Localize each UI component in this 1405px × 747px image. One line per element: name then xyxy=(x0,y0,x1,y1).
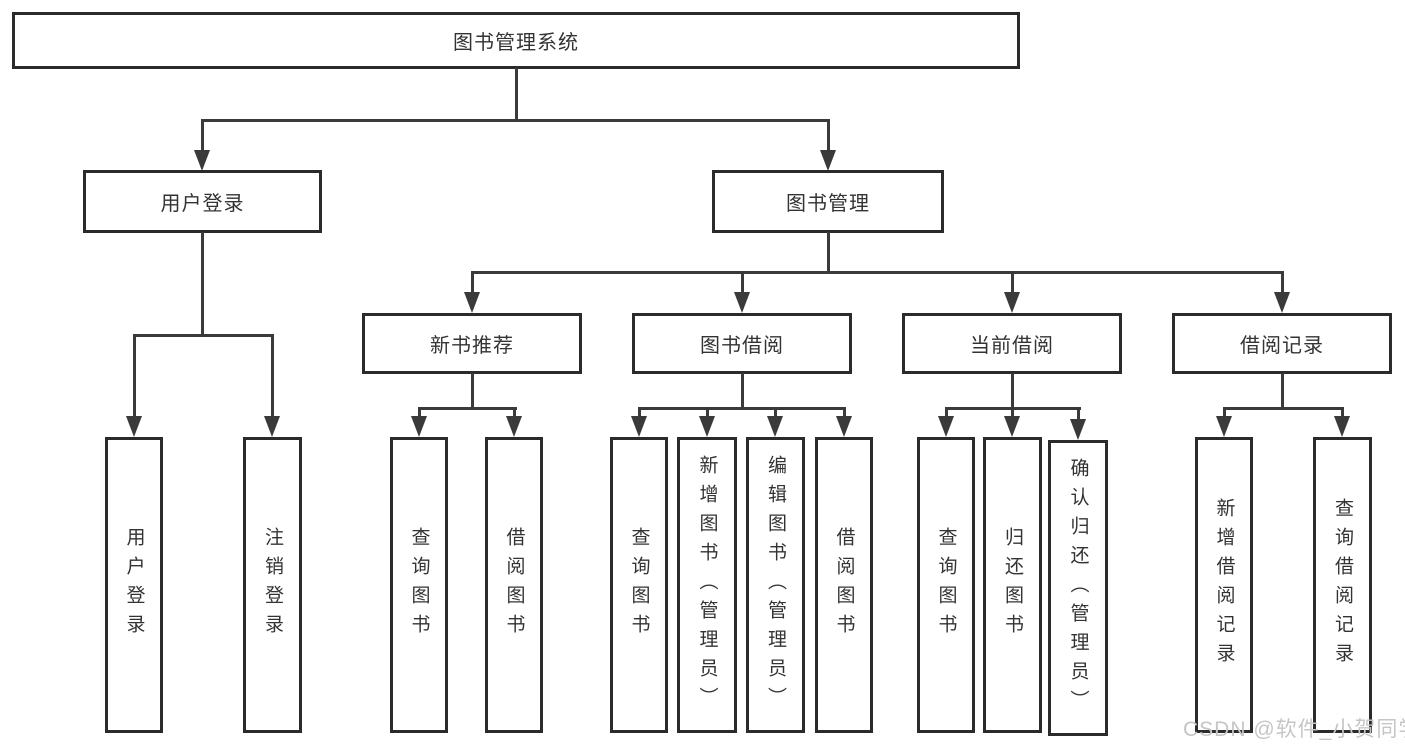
connector-line xyxy=(1281,271,1284,295)
leaf-query-books-borrowing: 查询图书 xyxy=(610,437,668,733)
leaf-add-book-admin-label: 新增图书（管理员） xyxy=(696,454,718,716)
node-user-login: 用户登录 xyxy=(83,170,322,233)
leaf-user-login-label: 用户登录 xyxy=(123,527,145,643)
csdn-watermark: CSDN @软件_小贺同学 xyxy=(1183,718,1405,741)
connector-line xyxy=(271,334,274,419)
arrowhead-icon xyxy=(411,416,427,437)
leaf-edit-book-admin-label: 编辑图书（管理员） xyxy=(765,454,786,716)
node-borrowing-records: 借阅记录 xyxy=(1172,313,1392,374)
node-current-borrowing: 当前借阅 xyxy=(902,313,1122,374)
connector-line xyxy=(706,407,709,419)
node-new-book-recommend-label: 新书推荐 xyxy=(430,335,514,357)
connector-line xyxy=(774,407,777,419)
connector-line xyxy=(1011,373,1014,410)
leaf-logout: 注销登录 xyxy=(243,437,302,733)
connector-line xyxy=(638,407,641,419)
arrowhead-icon xyxy=(631,416,647,437)
leaf-logout-label: 注销登录 xyxy=(262,527,283,643)
connector-line xyxy=(945,407,948,419)
leaf-return-book: 归还图书 xyxy=(983,437,1042,733)
arrowhead-icon xyxy=(1216,416,1232,437)
leaf-query-books-borrowing-label: 查询图书 xyxy=(628,527,650,643)
arrowhead-icon xyxy=(734,292,750,313)
leaf-query-books-current-label: 查询图书 xyxy=(935,527,957,643)
connector-line xyxy=(1223,407,1226,419)
node-borrowing-records-label: 借阅记录 xyxy=(1240,335,1324,357)
connector-line xyxy=(741,373,744,410)
arrowhead-icon xyxy=(836,416,852,437)
leaf-query-books-recommend: 查询图书 xyxy=(390,437,448,733)
connector-line xyxy=(1223,407,1344,410)
connector-line xyxy=(1341,407,1344,419)
leaf-confirm-return-admin-label: 确认归还（管理员） xyxy=(1067,457,1089,719)
connector-line xyxy=(741,271,744,295)
connector-line xyxy=(638,407,846,410)
arrowhead-icon xyxy=(1070,419,1086,440)
arrowhead-icon xyxy=(126,416,142,437)
leaf-borrow-books-borrowing-label: 借阅图书 xyxy=(833,527,855,643)
leaf-confirm-return-admin: 确认归还（管理员） xyxy=(1048,440,1108,736)
connector-line xyxy=(471,271,1284,274)
node-new-book-recommend: 新书推荐 xyxy=(362,313,582,374)
node-root-label: 图书管理系统 xyxy=(453,32,579,54)
arrowhead-icon xyxy=(1004,416,1020,437)
leaf-borrow-books-recommend-label: 借阅图书 xyxy=(503,527,525,643)
node-root: 图书管理系统 xyxy=(12,12,1020,69)
connector-line xyxy=(418,407,517,410)
leaf-query-borrow-record-label: 查询借阅记录 xyxy=(1332,498,1353,672)
leaf-edit-book-admin: 编辑图书（管理员） xyxy=(746,437,805,733)
arrowhead-icon xyxy=(1274,292,1290,313)
connector-line xyxy=(1077,407,1080,419)
node-book-borrowing: 图书借阅 xyxy=(632,313,852,374)
leaf-user-login: 用户登录 xyxy=(105,437,163,733)
arrowhead-icon xyxy=(264,416,280,437)
leaf-query-books-current: 查询图书 xyxy=(917,437,975,733)
leaf-add-book-admin: 新增图书（管理员） xyxy=(677,437,737,733)
leaf-add-borrow-record-label: 新增借阅记录 xyxy=(1213,498,1235,672)
arrowhead-icon xyxy=(699,416,715,437)
arrowhead-icon xyxy=(506,416,522,437)
leaf-query-books-recommend-label: 查询图书 xyxy=(408,527,430,643)
leaf-borrow-books-recommend: 借阅图书 xyxy=(485,437,543,733)
connector-line xyxy=(418,407,421,419)
connector-line xyxy=(471,373,474,410)
connector-line xyxy=(827,119,830,152)
arrowhead-icon xyxy=(1004,292,1020,313)
node-user-login-label: 用户登录 xyxy=(160,193,245,215)
connector-line xyxy=(843,407,846,419)
arrowhead-icon xyxy=(938,416,954,437)
connector-line xyxy=(1011,407,1014,419)
arrowhead-icon xyxy=(820,150,836,171)
arrowhead-icon xyxy=(194,150,210,171)
arrowhead-icon xyxy=(1334,416,1350,437)
connector-line xyxy=(201,232,204,336)
leaf-query-borrow-record: 查询借阅记录 xyxy=(1313,437,1372,733)
node-book-borrowing-label: 图书借阅 xyxy=(700,335,784,357)
connector-line xyxy=(133,334,136,419)
connector-line xyxy=(513,407,516,419)
connector-line xyxy=(133,334,274,337)
connector-line xyxy=(515,68,518,121)
node-book-management-label: 图书管理 xyxy=(786,193,870,215)
node-current-borrowing-label: 当前借阅 xyxy=(970,335,1054,357)
connector-line xyxy=(201,119,204,152)
connector-line xyxy=(1281,373,1284,410)
leaf-add-borrow-record: 新增借阅记录 xyxy=(1195,437,1253,733)
arrowhead-icon xyxy=(464,292,480,313)
arrowhead-icon xyxy=(767,416,783,437)
connector-line xyxy=(827,232,830,274)
connector-line xyxy=(1011,271,1014,295)
connector-line xyxy=(471,271,474,295)
connector-line xyxy=(201,119,830,122)
leaf-return-book-label: 归还图书 xyxy=(1002,527,1023,643)
leaf-borrow-books-borrowing: 借阅图书 xyxy=(815,437,873,733)
node-book-management: 图书管理 xyxy=(712,170,944,233)
